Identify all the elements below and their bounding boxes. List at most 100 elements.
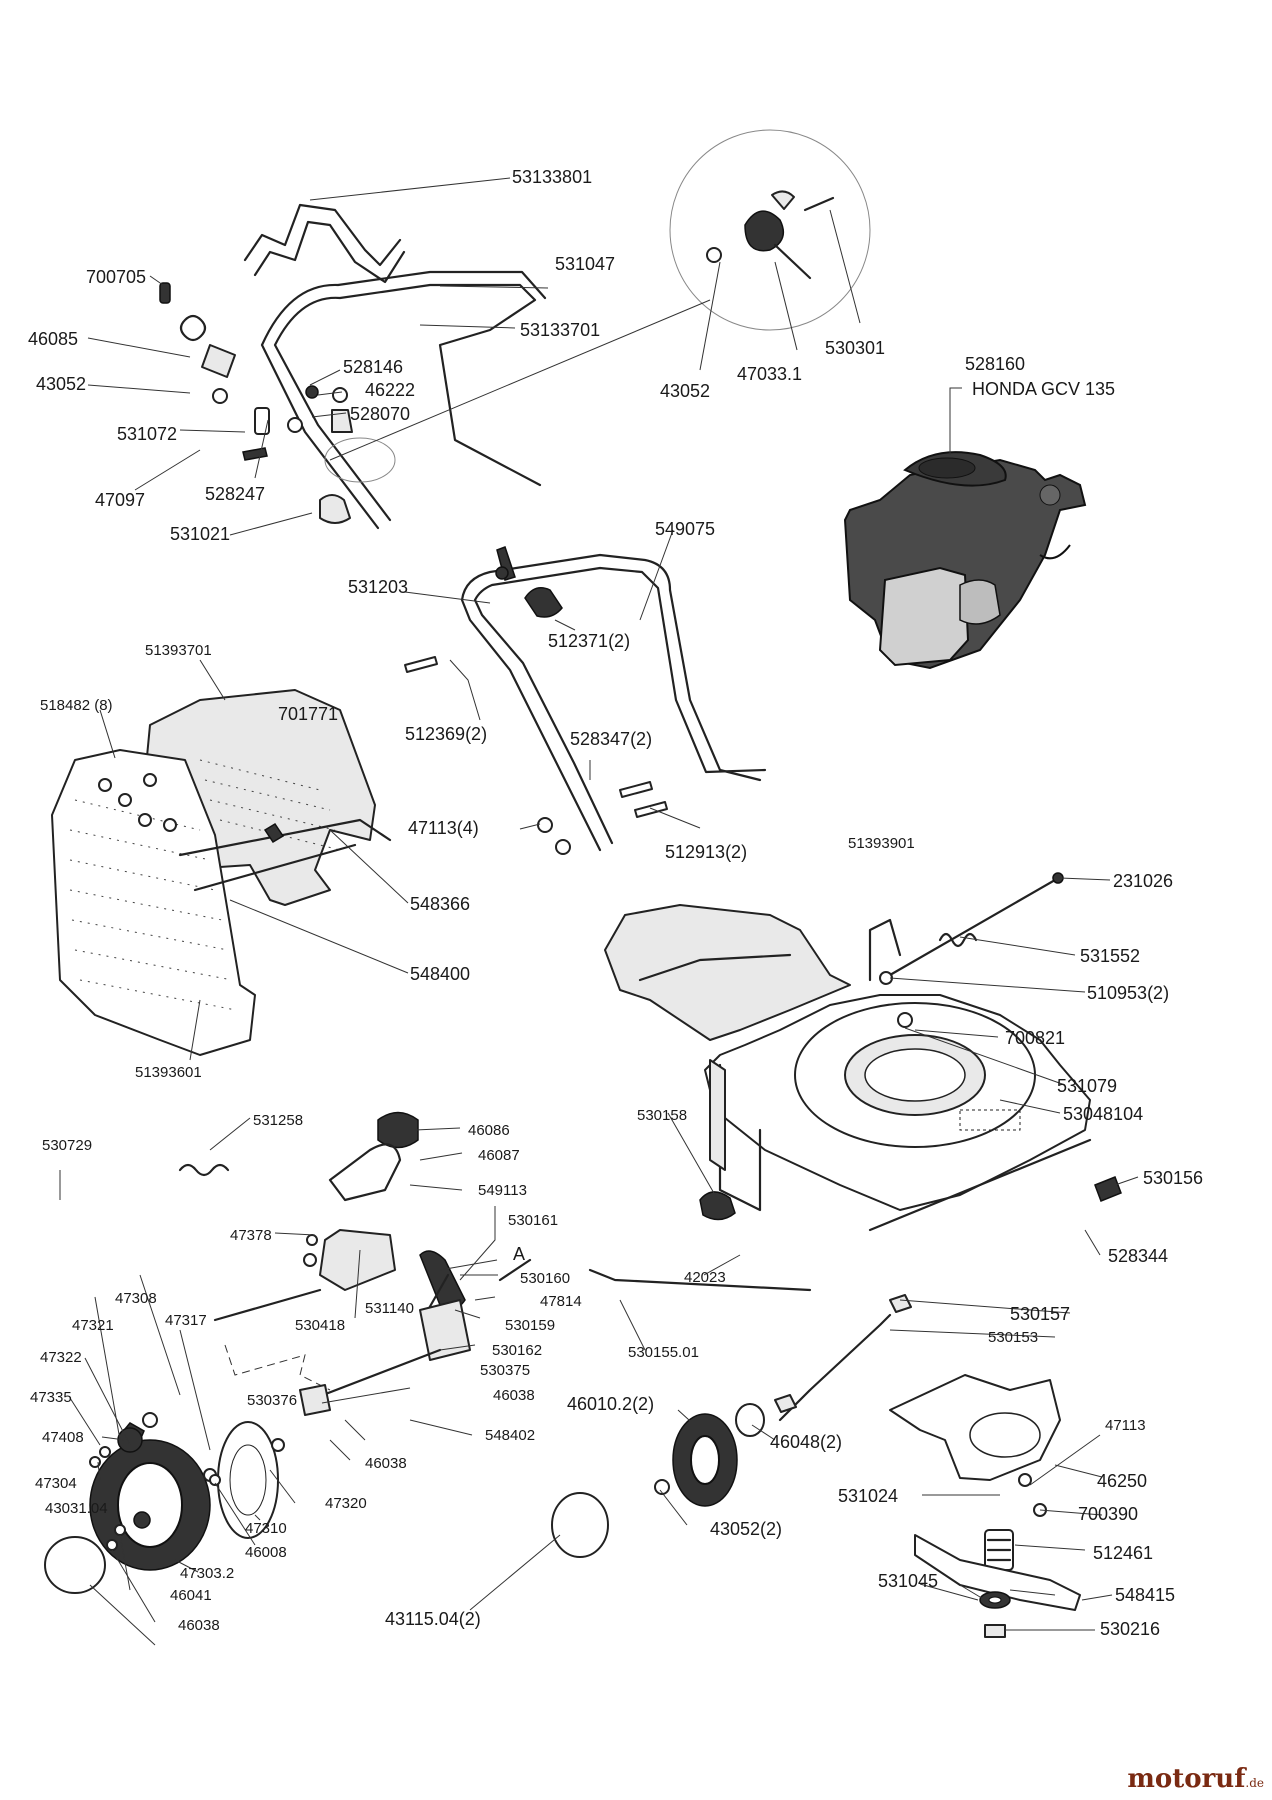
label-46048-2: 46048(2) xyxy=(770,1432,842,1452)
label-530161: 530161 xyxy=(508,1212,558,1229)
label-43052-a: 43052 xyxy=(36,374,86,394)
leader-lines xyxy=(59,177,1139,1646)
label-47113: 47113 xyxy=(1105,1417,1146,1434)
label-46085: 46085 xyxy=(28,329,78,349)
label-46038-c: 46038 xyxy=(178,1617,220,1634)
label-53133701: 53133701 xyxy=(520,320,600,340)
label-531072: 531072 xyxy=(117,424,177,444)
label-53048104: 53048104 xyxy=(1063,1104,1143,1124)
label-549075: 549075 xyxy=(655,519,715,539)
label-531552: 531552 xyxy=(1080,946,1140,966)
label-46008: 46008 xyxy=(245,1544,287,1561)
label-46087: 46087 xyxy=(478,1147,520,1164)
label-548366: 548366 xyxy=(410,894,470,914)
label-512369-2: 512369(2) xyxy=(405,724,487,744)
label-530156: 530156 xyxy=(1143,1168,1203,1188)
label-528160: 528160 xyxy=(965,354,1025,374)
label-531024: 531024 xyxy=(838,1486,898,1506)
label-530158: 530158 xyxy=(637,1107,687,1124)
label-47308: 47308 xyxy=(115,1290,157,1307)
label-51393601: 51393601 xyxy=(135,1064,202,1081)
label-531079: 531079 xyxy=(1057,1076,1117,1096)
label-530160: 530160 xyxy=(520,1270,570,1287)
label-47322: 47322 xyxy=(40,1349,82,1366)
label-531021: 531021 xyxy=(170,524,230,544)
label-530155-01: 530155.01 xyxy=(628,1344,699,1361)
label-548415: 548415 xyxy=(1115,1585,1175,1605)
mower-deck xyxy=(704,918,1122,1232)
label-701771: 701771 xyxy=(278,704,338,724)
grass-catcher xyxy=(51,689,392,1056)
label-47335: 47335 xyxy=(30,1389,72,1406)
label-548400: 548400 xyxy=(410,964,470,984)
label-530376: 530376 xyxy=(247,1392,297,1409)
front-wheel xyxy=(654,1403,765,1507)
label-43031-04: 43031.04 xyxy=(45,1500,108,1517)
label-528347-2: 528347(2) xyxy=(570,729,652,749)
label-700821: 700821 xyxy=(1005,1028,1065,1048)
label-531203: 531203 xyxy=(348,577,408,597)
detail-circle-cable-lever xyxy=(324,129,871,483)
blade-assembly xyxy=(889,1374,1081,1638)
height-adjust-rod xyxy=(879,872,1064,985)
label-47321: 47321 xyxy=(72,1317,114,1334)
label-700390: 700390 xyxy=(1078,1504,1138,1524)
label-528070: 528070 xyxy=(350,404,410,424)
label-531047: 531047 xyxy=(555,254,615,274)
label-mark-a: A xyxy=(513,1244,525,1264)
label-46086: 46086 xyxy=(468,1122,510,1139)
label-42023: 42023 xyxy=(684,1269,726,1286)
label-47317: 47317 xyxy=(165,1312,207,1329)
label-518482-8: 518482 (8) xyxy=(40,697,113,714)
label-47408: 47408 xyxy=(42,1429,84,1446)
front-axle xyxy=(588,1191,912,1422)
label-231026: 231026 xyxy=(1113,871,1173,891)
label-512371-2: 512371(2) xyxy=(548,631,630,651)
label-530216: 530216 xyxy=(1100,1619,1160,1639)
label-46010-2-2: 46010.2(2) xyxy=(567,1394,654,1414)
label-531045: 531045 xyxy=(878,1571,938,1591)
hub-cap xyxy=(551,1492,609,1558)
label-47304: 47304 xyxy=(35,1475,77,1492)
engine xyxy=(843,451,1087,670)
label-528344: 528344 xyxy=(1108,1246,1168,1266)
label-47097: 47097 xyxy=(95,490,145,510)
label-46038-b: 46038 xyxy=(365,1455,407,1472)
label-512461: 512461 xyxy=(1093,1543,1153,1563)
label-528146: 528146 xyxy=(343,357,403,377)
label-512913-2: 512913(2) xyxy=(665,842,747,862)
label-43052-2: 43052(2) xyxy=(710,1519,782,1539)
label-43115-04-2: 43115.04(2) xyxy=(385,1609,481,1629)
label-530157: 530157 xyxy=(1010,1304,1070,1324)
bag-handle-bracket xyxy=(243,203,406,284)
label-46222: 46222 xyxy=(365,380,415,400)
label-530418: 530418 xyxy=(295,1317,345,1334)
label-47320: 47320 xyxy=(325,1495,367,1512)
label-530301: 530301 xyxy=(825,338,885,358)
brand-logo: motoruf.de xyxy=(1127,1764,1264,1794)
label-46250: 46250 xyxy=(1097,1471,1147,1491)
label-43052-b: 43052 xyxy=(660,381,710,401)
label-47378: 47378 xyxy=(230,1227,272,1244)
label-700705: 700705 xyxy=(86,267,146,287)
lower-handle xyxy=(460,546,767,852)
rear-flap xyxy=(604,904,851,1041)
label-530162: 530162 xyxy=(492,1342,542,1359)
label-46038-a: 46038 xyxy=(493,1387,535,1404)
label-engine-model: HONDA GCV 135 xyxy=(972,379,1115,399)
label-530159: 530159 xyxy=(505,1317,555,1334)
label-530153: 530153 xyxy=(988,1329,1038,1346)
label-47310: 47310 xyxy=(245,1520,287,1537)
label-531140: 531140 xyxy=(365,1300,414,1317)
brand-suffix: .de xyxy=(1245,1776,1264,1790)
label-51393701: 51393701 xyxy=(145,642,212,659)
label-47113-4: 47113(4) xyxy=(408,818,479,838)
label-528247: 528247 xyxy=(205,484,265,504)
part-labels: 53133801 700705 531047 46085 53133701 43… xyxy=(28,167,1203,1639)
label-530375: 530375 xyxy=(480,1362,530,1379)
label-510953-2: 510953(2) xyxy=(1087,983,1169,1003)
label-549113: 549113 xyxy=(478,1182,527,1199)
label-53133801: 53133801 xyxy=(512,167,592,187)
gearbox-assembly xyxy=(178,1111,532,1416)
